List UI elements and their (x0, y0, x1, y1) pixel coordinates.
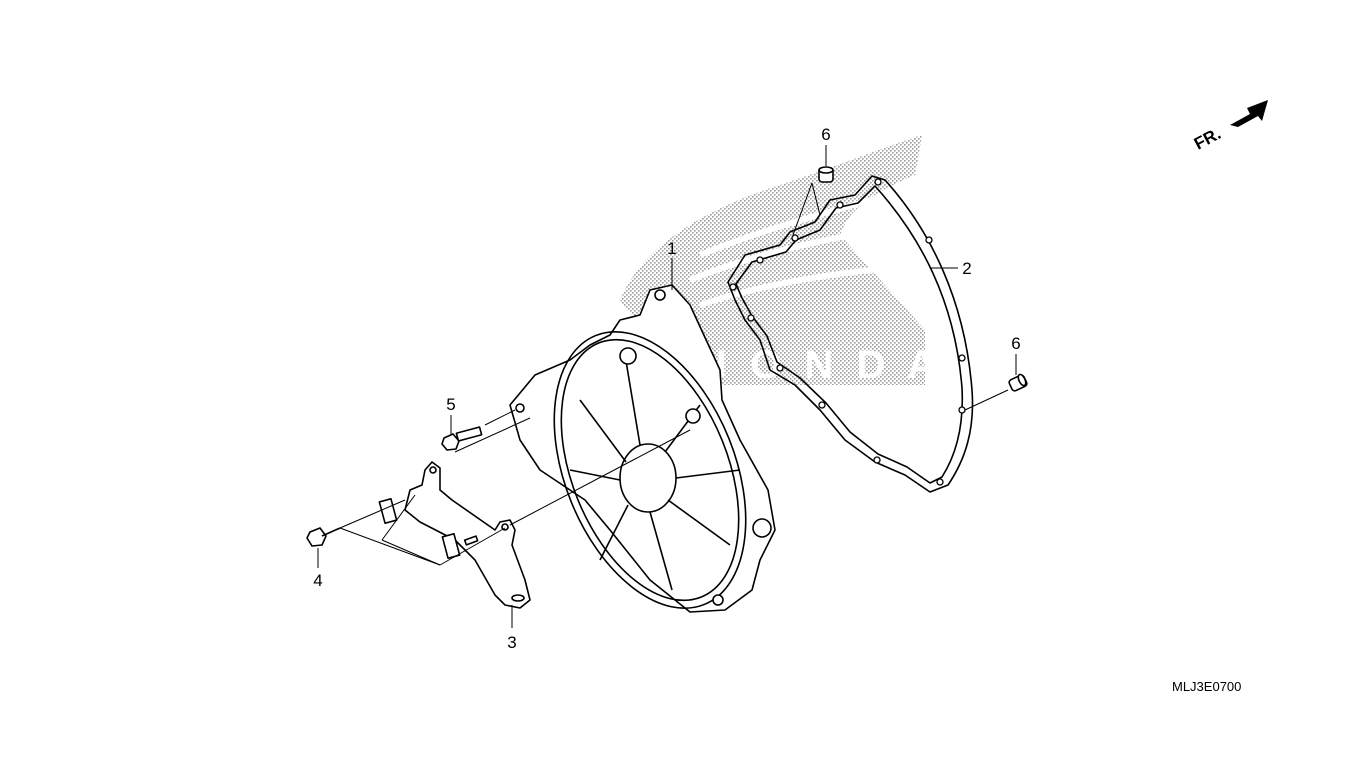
bolt-4 (306, 527, 341, 547)
gasket (727, 175, 974, 493)
callout-2: 2 (962, 259, 971, 278)
callout-6-right: 6 (1011, 334, 1020, 353)
bolt-5 (441, 426, 483, 451)
svg-text:H O N D A: H O N D A (698, 343, 942, 387)
diagram-code: MLJ3E0700 (1172, 679, 1241, 694)
callout-3: 3 (507, 633, 516, 652)
cover (509, 284, 776, 613)
bracket (378, 461, 531, 609)
front-direction-indicator: FR. (1191, 100, 1268, 154)
callout-1: 1 (667, 239, 676, 258)
arrow-icon (1230, 100, 1268, 127)
callout-6-upper: 6 (821, 125, 830, 144)
callout-5: 5 (446, 395, 455, 414)
fr-label: FR. (1191, 124, 1224, 154)
dowel-pin-upper (818, 166, 834, 183)
callout-4: 4 (313, 571, 322, 590)
leader-lines (317, 145, 1017, 628)
dowel-pin-right (1008, 373, 1028, 392)
